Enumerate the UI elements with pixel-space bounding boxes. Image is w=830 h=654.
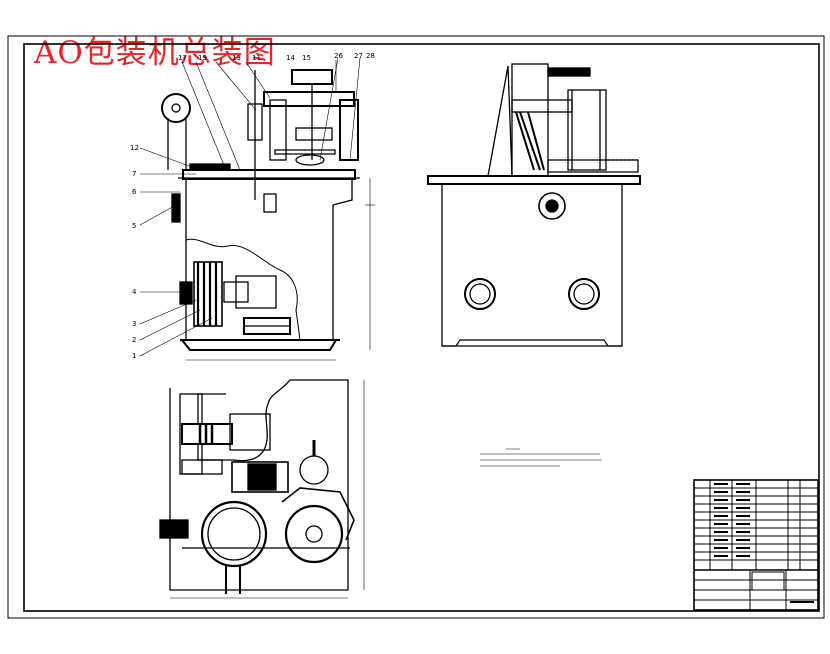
leader-label: 15 (302, 54, 311, 62)
leader-label: 2 (132, 336, 136, 344)
leader-label: 13 (232, 54, 241, 62)
leader-label: 7 (132, 170, 136, 178)
leader-label: 26 (334, 52, 343, 60)
top-view (159, 379, 365, 599)
inner-border (23, 43, 820, 612)
leader-label: 27 (354, 52, 363, 60)
technical-notes (480, 448, 602, 467)
leader-label: 19 (198, 54, 207, 62)
left-leaders (139, 57, 361, 357)
leader-label: 12 (130, 144, 139, 152)
left-leader-numbers: 12 7 6 5 4 3 2 1 17 19 13 11 14 15 26 27… (130, 52, 375, 360)
leader-label: 11 (252, 54, 261, 62)
leader-label: 4 (132, 288, 137, 296)
leader-label: 3 (132, 320, 136, 328)
leader-label: 28 (366, 52, 375, 60)
title-block (693, 479, 819, 611)
leader-label: 6 (132, 188, 137, 196)
drawing-title: AO包装机总装图 (34, 35, 276, 71)
leader-label: 14 (286, 54, 295, 62)
side-view (427, 63, 641, 347)
leader-label: 5 (132, 222, 136, 230)
outer-border (7, 35, 825, 619)
leader-label: 1 (132, 352, 136, 360)
front-view (161, 60, 375, 361)
leader-label: 17 (178, 54, 187, 62)
